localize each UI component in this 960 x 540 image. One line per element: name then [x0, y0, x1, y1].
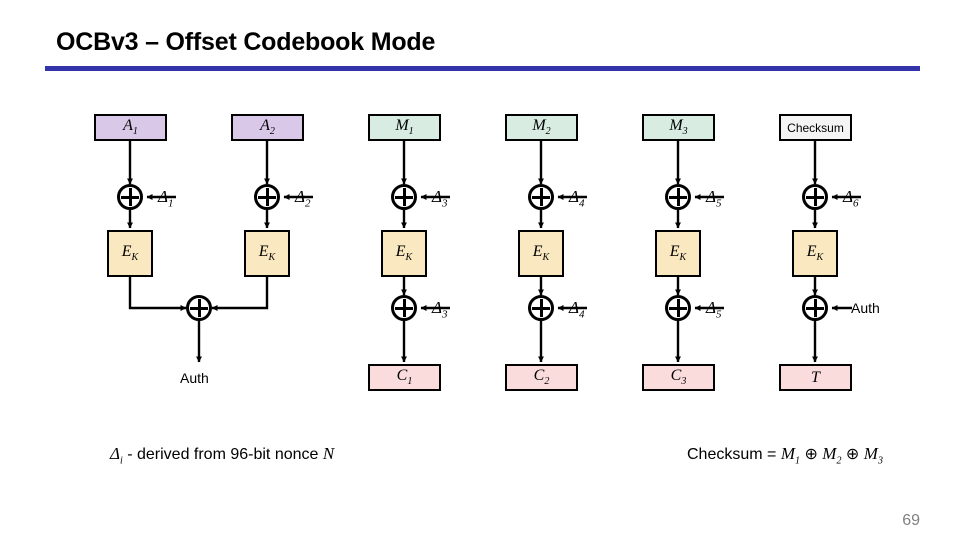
block-label-ciphertext2: C2 — [533, 366, 550, 388]
block-label-tag: T — [811, 368, 820, 386]
block-output-ciphertext3: C3 — [642, 364, 715, 391]
block-label-ad2: A2 — [260, 116, 275, 138]
block-input-ad1: A1 — [94, 114, 167, 141]
cipher-function-ad2: EK — [244, 230, 290, 277]
xor-offset-in-ad1 — [117, 184, 143, 210]
block-label-ciphertext3: C3 — [670, 366, 687, 388]
footnote-checksum-formula: Checksum = M1 ⊕ M2 ⊕ M3 — [687, 444, 883, 466]
cipher-label-ad1: EK — [121, 242, 139, 264]
cipher-function-msg2: EK — [518, 230, 564, 277]
offset-label-delta2: Δ2 — [295, 187, 311, 210]
block-output-tag: T — [779, 364, 852, 391]
output-label-auth: Auth — [180, 370, 209, 386]
cipher-function-checksum: EK — [792, 230, 838, 277]
xor-auth-into-tag — [802, 295, 828, 321]
cipher-label-msg2: EK — [532, 242, 550, 264]
block-label-ciphertext1: C1 — [396, 366, 413, 388]
block-output-ciphertext2: C2 — [505, 364, 578, 391]
offset-label-delta3-in: Δ3 — [432, 187, 448, 210]
block-input-msg3: M3 — [642, 114, 715, 141]
footnote-nonce-text: - derived from 96-bit nonce — [122, 446, 323, 463]
offset-label-delta4-in: Δ4 — [569, 187, 585, 210]
block-label-ad1: A1 — [123, 116, 138, 138]
title-underline-rule — [45, 66, 920, 71]
xor-operator-2: ⊕ — [845, 446, 860, 463]
offset-label-delta3-out: Δ3 — [432, 298, 448, 321]
footnote-delta-symbol: Δi — [110, 444, 123, 467]
offset-label-delta5-in: Δ5 — [706, 187, 722, 210]
checksum-formula-prefix: Checksum = — [687, 446, 781, 463]
block-input-checksum: Checksum — [779, 114, 852, 141]
input-label-auth: Auth — [851, 300, 880, 316]
footnote-nonce-var: N — [322, 444, 335, 463]
xor-offset-in-msg2 — [528, 184, 554, 210]
xor-auth-merge — [186, 295, 212, 321]
block-input-msg1: M1 — [368, 114, 441, 141]
cipher-function-msg3: EK — [655, 230, 701, 277]
checksum-term-1: M1 — [780, 444, 800, 467]
block-label-checksum: Checksum — [787, 120, 844, 135]
xor-offset-in-checksum — [802, 184, 828, 210]
offset-label-delta4-out: Δ4 — [569, 298, 585, 321]
checksum-term-2: M2 — [822, 444, 842, 467]
block-input-ad2: A2 — [231, 114, 304, 141]
xor-operator-1: ⊕ — [804, 446, 818, 463]
block-input-msg2: M2 — [505, 114, 578, 141]
xor-offset-out-msg2 — [528, 295, 554, 321]
xor-offset-in-msg3 — [665, 184, 691, 210]
xor-offset-in-ad2 — [254, 184, 280, 210]
block-label-msg1: M1 — [395, 116, 414, 138]
cipher-function-msg1: EK — [381, 230, 427, 277]
page-number: 69 — [902, 512, 920, 529]
page-title: OCBv3 – Offset Codebook Mode — [56, 28, 436, 56]
offset-label-delta1: Δ1 — [158, 187, 174, 210]
offset-label-delta5-out: Δ5 — [706, 298, 722, 321]
cipher-label-checksum: EK — [806, 242, 824, 264]
block-label-msg3: M3 — [669, 116, 688, 138]
xor-offset-out-msg3 — [665, 295, 691, 321]
block-label-msg2: M2 — [532, 116, 551, 138]
footnote-nonce-derivation: Δi - derived from 96-bit nonce N — [110, 444, 334, 466]
offset-label-delta6: Δ6 — [843, 187, 859, 210]
cipher-label-msg1: EK — [395, 242, 413, 264]
cipher-function-ad1: EK — [107, 230, 153, 277]
cipher-label-msg3: EK — [669, 242, 687, 264]
xor-offset-out-msg1 — [391, 295, 417, 321]
checksum-term-3: M3 — [863, 444, 883, 467]
cipher-label-ad2: EK — [258, 242, 276, 264]
block-output-ciphertext1: C1 — [368, 364, 441, 391]
xor-offset-in-msg1 — [391, 184, 417, 210]
